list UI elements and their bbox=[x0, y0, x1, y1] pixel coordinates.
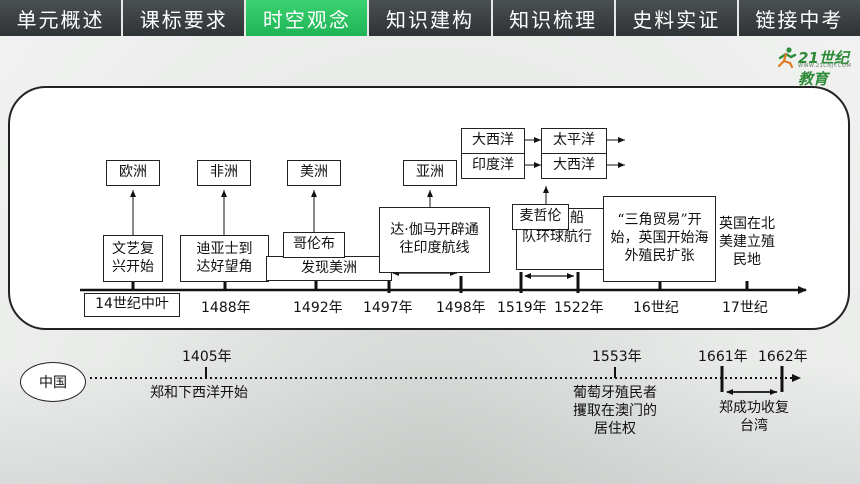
year-1492: 1492年 bbox=[293, 300, 343, 316]
ocean-box-indian: 印度洋 bbox=[461, 153, 525, 179]
tab-historical-evidence[interactable]: 史料实证 bbox=[615, 0, 739, 36]
runner-icon bbox=[777, 47, 797, 68]
tab-time-space[interactable]: 时空观念 bbox=[246, 0, 370, 36]
event-triangle-trade: “三角贸易”开始，英国开始海外殖民扩张 bbox=[603, 196, 716, 282]
background-mist bbox=[0, 364, 860, 484]
magellan-voyage-text-b: 队环球航行 bbox=[522, 229, 592, 245]
china-event-zhenghe: 郑和下西洋开始 bbox=[150, 385, 248, 401]
china-year-1405: 1405年 bbox=[182, 349, 232, 365]
magellan-voyage-text-a: 船 bbox=[570, 210, 584, 226]
year-14c: 14世纪中叶 bbox=[84, 293, 180, 317]
region-box-africa: 非洲 bbox=[197, 160, 251, 186]
year-17c: 17世纪 bbox=[722, 300, 768, 316]
event-renaissance: 文艺复兴开始 bbox=[103, 235, 163, 282]
year-1488: 1488年 bbox=[201, 300, 251, 316]
tab-exam-link[interactable]: 链接中考 bbox=[738, 0, 860, 36]
logo-text: 21世纪教育 bbox=[798, 49, 849, 88]
year-1498: 1498年 bbox=[436, 300, 486, 316]
ocean-box-atlantic-2: 大西洋 bbox=[541, 153, 607, 179]
event-magellan: 麦哲伦 bbox=[512, 204, 569, 230]
logo-subtext: WWW.21CNJY.COM bbox=[798, 63, 852, 69]
region-box-europe: 欧洲 bbox=[106, 160, 160, 186]
ocean-box-pacific: 太平洋 bbox=[541, 128, 607, 154]
china-label: 中国 bbox=[20, 362, 86, 402]
region-box-asia: 亚洲 bbox=[403, 160, 457, 186]
year-1497: 1497年 bbox=[363, 300, 413, 316]
year-1519: 1519年 bbox=[497, 300, 547, 316]
top-nav: 单元概述 课标要求 时空观念 知识建构 知识梳理 史料实证 链接中考 bbox=[0, 0, 860, 36]
event-discover-america: 发现美洲 bbox=[266, 256, 392, 281]
event-gama: 达·伽马开辟通往印度航线 bbox=[379, 207, 490, 273]
tab-knowledge-sort[interactable]: 知识梳理 bbox=[492, 0, 616, 36]
region-box-america: 美洲 bbox=[287, 160, 341, 186]
china-year-1553: 1553年 bbox=[592, 349, 642, 365]
china-event-taiwan: 郑成功收复台湾 bbox=[719, 400, 789, 434]
event-dias: 迪亚士到达好望角 bbox=[180, 235, 269, 282]
china-event-macau: 葡萄牙殖民者攫取在澳门的居住权 bbox=[573, 385, 657, 437]
china-year-1661: 1661年 bbox=[698, 349, 748, 365]
brand-logo: 21世纪教育 WWW.21CNJY.COM bbox=[776, 44, 854, 88]
ocean-box-atlantic: 大西洋 bbox=[461, 128, 525, 154]
year-1522: 1522年 bbox=[554, 300, 604, 316]
tab-curriculum[interactable]: 课标要求 bbox=[123, 0, 247, 36]
china-year-1662: 1662年 bbox=[758, 349, 808, 365]
tab-knowledge-build[interactable]: 知识建构 bbox=[369, 0, 493, 36]
tab-unit-overview[interactable]: 单元概述 bbox=[0, 0, 124, 36]
event-columbus: 哥伦布 bbox=[283, 232, 345, 258]
year-16c: 16世纪 bbox=[633, 300, 679, 316]
event-north-america-colony: 英国在北美建立殖民地 bbox=[719, 216, 775, 268]
